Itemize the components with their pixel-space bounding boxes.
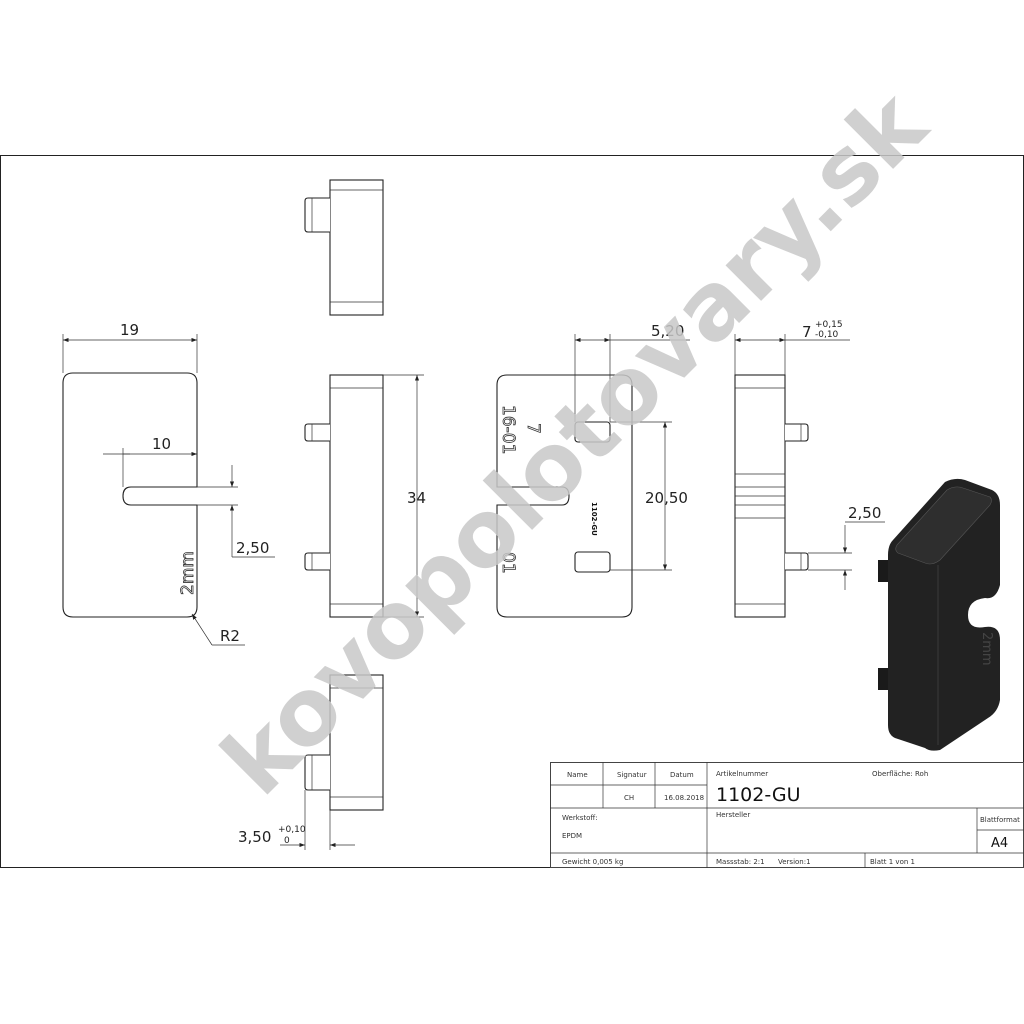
- bottom-view: [304, 674, 384, 811]
- dimension-radius: R2: [191, 613, 245, 646]
- svg-text:2,50: 2,50: [236, 539, 269, 557]
- svg-text:7: 7: [802, 323, 812, 341]
- svg-text:Version:1: Version:1: [778, 858, 811, 866]
- back-view: 16-01 7 01 1102-GU: [496, 374, 633, 618]
- svg-text:Blatt 1 von 1: Blatt 1 von 1: [870, 858, 915, 866]
- front-view: 2mm: [62, 372, 198, 618]
- svg-text:5,20: 5,20: [651, 322, 684, 340]
- dimension-slot-width: 2,50: [197, 465, 275, 558]
- side-view: [304, 374, 384, 618]
- svg-text:34: 34: [407, 489, 426, 507]
- svg-text:Werkstoff:: Werkstoff:: [562, 814, 598, 822]
- svg-text:10: 10: [152, 435, 171, 453]
- dimension-pin-spacing: 20,50: [610, 421, 688, 571]
- svg-text:Signatur: Signatur: [617, 771, 647, 779]
- svg-text:+0,10: +0,10: [278, 825, 306, 835]
- svg-text:Datum: Datum: [670, 771, 694, 779]
- svg-text:EPDM: EPDM: [562, 832, 582, 840]
- svg-text:A4: A4: [991, 836, 1008, 851]
- svg-text:16.08.2018: 16.08.2018: [664, 794, 704, 802]
- svg-text:Oberfläche: Roh: Oberfläche: Roh: [872, 770, 928, 778]
- dimension-pin-length: 3,50 +0,10 0: [238, 790, 355, 850]
- svg-text:CH: CH: [624, 794, 634, 802]
- svg-text:Gewicht 0,005 kg: Gewicht 0,005 kg: [562, 858, 623, 866]
- dimension-width-19: 19: [62, 321, 198, 373]
- dimension-pin-offset: 5,20: [574, 322, 690, 422]
- svg-text:+0,15: +0,15: [815, 320, 843, 330]
- isometric-view: 2mm: [878, 478, 1000, 751]
- engraving-number: 7: [523, 423, 543, 434]
- engraving-2mm: 2mm: [178, 551, 198, 595]
- top-view: [304, 179, 384, 316]
- dimension-thickness: 7 +0,15 -0,10: [734, 320, 850, 375]
- svg-text:Hersteller: Hersteller: [716, 811, 750, 819]
- svg-text:R2: R2: [220, 627, 240, 645]
- svg-text:Blattformat: Blattformat: [980, 816, 1020, 824]
- engraving-01: 01: [498, 552, 518, 574]
- svg-text:3,50: 3,50: [238, 828, 271, 846]
- dimension-height-34: 34: [383, 374, 426, 618]
- svg-text:20,50: 20,50: [645, 489, 688, 507]
- svg-text:Name: Name: [567, 771, 588, 779]
- engraving-date: 16-01: [498, 405, 518, 454]
- engraving-part-number: 1102-GU: [590, 502, 598, 536]
- article-number: 1102-GU: [716, 784, 801, 806]
- svg-text:19: 19: [120, 321, 139, 339]
- svg-text:-0,10: -0,10: [815, 330, 839, 340]
- svg-text:2,50: 2,50: [848, 504, 881, 522]
- right-side-view: [734, 374, 809, 618]
- svg-text:Massstab: 2:1: Massstab: 2:1: [716, 858, 765, 866]
- svg-text:0: 0: [284, 836, 290, 846]
- dimension-pin-width: 2,50: [808, 504, 885, 590]
- watermark: kovopolotovary.sk: [202, 70, 948, 816]
- svg-text:Artikelnummer: Artikelnummer: [716, 770, 768, 778]
- title-block: Name Signatur Datum CH 16.08.2018 Artike…: [550, 762, 1024, 868]
- dimension-slot-depth-10: 10: [103, 435, 197, 487]
- iso-engraving: 2mm: [979, 632, 994, 666]
